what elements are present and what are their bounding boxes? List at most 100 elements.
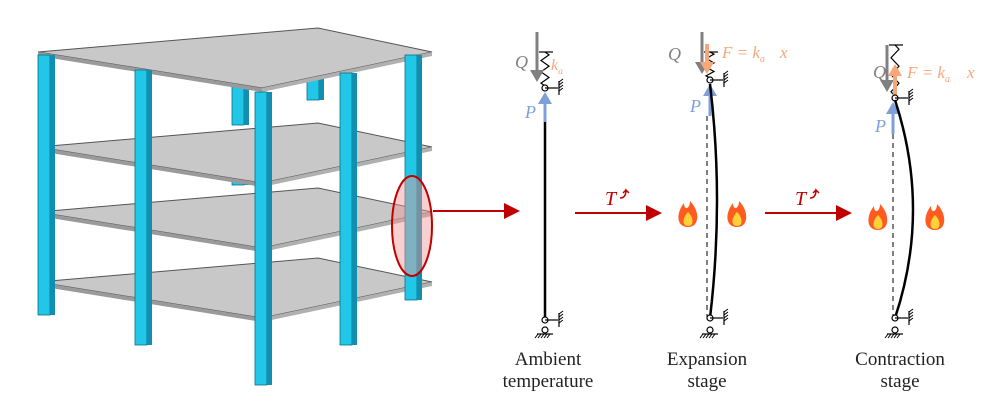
highlight-ellipse (391, 175, 433, 277)
fire-icon-core (732, 212, 742, 226)
ground-hatch (540, 333, 545, 339)
ground-hatch (537, 333, 542, 339)
fire-icon-core (930, 215, 940, 229)
ground-hatch (896, 333, 901, 339)
ground-hatch (702, 333, 707, 339)
stage-label-line: temperature (502, 371, 594, 392)
ground-hatch (908, 308, 914, 313)
ground-hatch (558, 310, 564, 315)
ground-hatch (558, 81, 564, 86)
label-P: P (524, 102, 536, 122)
label-Q: Q (515, 52, 528, 72)
force-F-arrow-head (700, 62, 714, 74)
building-frame-3d (37, 27, 433, 386)
label-Q: Q (668, 44, 681, 64)
ground-hatch (708, 333, 713, 339)
column-right-corner-side (417, 55, 422, 300)
ground-hatch (558, 316, 564, 321)
stage-label-line: Ambient (514, 349, 582, 370)
label-Q: Q (873, 62, 886, 82)
stage-label-line: Contraction (855, 349, 945, 370)
ground-hatch (723, 70, 729, 75)
label-P: P (689, 96, 701, 116)
column-left-corner-side (50, 55, 55, 315)
floor-slab (37, 257, 433, 319)
deformed-column (708, 83, 719, 319)
T-label-1: T (605, 188, 618, 210)
stage-label-line: stage (880, 371, 920, 392)
curl-arrow-icon (619, 188, 630, 199)
label-F-x: x (779, 43, 788, 62)
ground-hatch (534, 333, 539, 339)
stage-label-line: Expansion (666, 349, 748, 370)
ground-hatch (699, 333, 704, 339)
ground-hatch (723, 311, 729, 316)
ground-hatch (908, 311, 914, 316)
force-F-arrow-head (888, 64, 902, 76)
load-P-arrow-head (886, 102, 900, 114)
column-front-right-side (352, 73, 357, 345)
column-front-left (134, 69, 148, 346)
column-front-right (339, 72, 353, 346)
floor-slab (37, 27, 433, 89)
ground-hatch (884, 333, 889, 339)
ground-hatch (723, 76, 729, 81)
load-P-arrow-head (538, 92, 552, 104)
base-pin (541, 326, 549, 334)
ground-hatch (546, 333, 551, 339)
ground-hatch (908, 91, 914, 96)
slab-edge (262, 52, 432, 92)
curl-arrow-icon (809, 188, 820, 199)
load-Q-arrow-head (530, 70, 544, 82)
ground-hatch (558, 319, 564, 324)
column-front-corner-side (267, 92, 272, 385)
ground-hatch (723, 317, 729, 322)
label-F: F = ka (721, 43, 765, 65)
ground-hatch (908, 314, 914, 319)
ground-hatch (723, 308, 729, 313)
floor-slab (37, 122, 433, 184)
ground-hatch (558, 84, 564, 89)
label-P: P (874, 116, 886, 136)
ground-hatch (908, 94, 914, 99)
fire-icon-core (873, 215, 883, 229)
ground-hatch (558, 87, 564, 92)
ground-hatch (723, 73, 729, 78)
fire-icon-core (683, 212, 693, 226)
ground-hatch (723, 314, 729, 319)
ground-hatch (908, 88, 914, 93)
flames (678, 201, 945, 230)
ground-hatch (558, 313, 564, 318)
deformed-column (893, 99, 915, 319)
label-F: F = ka (906, 63, 950, 85)
column-left-corner (37, 54, 51, 316)
column-back-side (319, 70, 324, 100)
ground-hatch (711, 333, 716, 339)
T-label-2: T (795, 188, 808, 210)
ground-hatch (890, 333, 895, 339)
column-front-corner (254, 91, 268, 386)
ground-hatch (543, 333, 548, 339)
ground-hatch (558, 78, 564, 83)
base-pin (891, 326, 899, 334)
ground-hatch (887, 333, 892, 339)
ground-hatch (705, 333, 710, 339)
column-front-left-side (147, 70, 152, 345)
stage-label-line: stage (687, 371, 727, 392)
label-F-x: x (966, 63, 975, 82)
ground-hatch (908, 317, 914, 322)
base-pin (706, 326, 714, 334)
spring (539, 51, 551, 87)
load-Q-arrow-head (880, 80, 894, 92)
column-back-side (244, 80, 249, 125)
floor-slab (37, 187, 433, 249)
label-ka: ka (551, 57, 563, 77)
ground-hatch (723, 79, 729, 84)
ground-hatch (908, 97, 914, 102)
